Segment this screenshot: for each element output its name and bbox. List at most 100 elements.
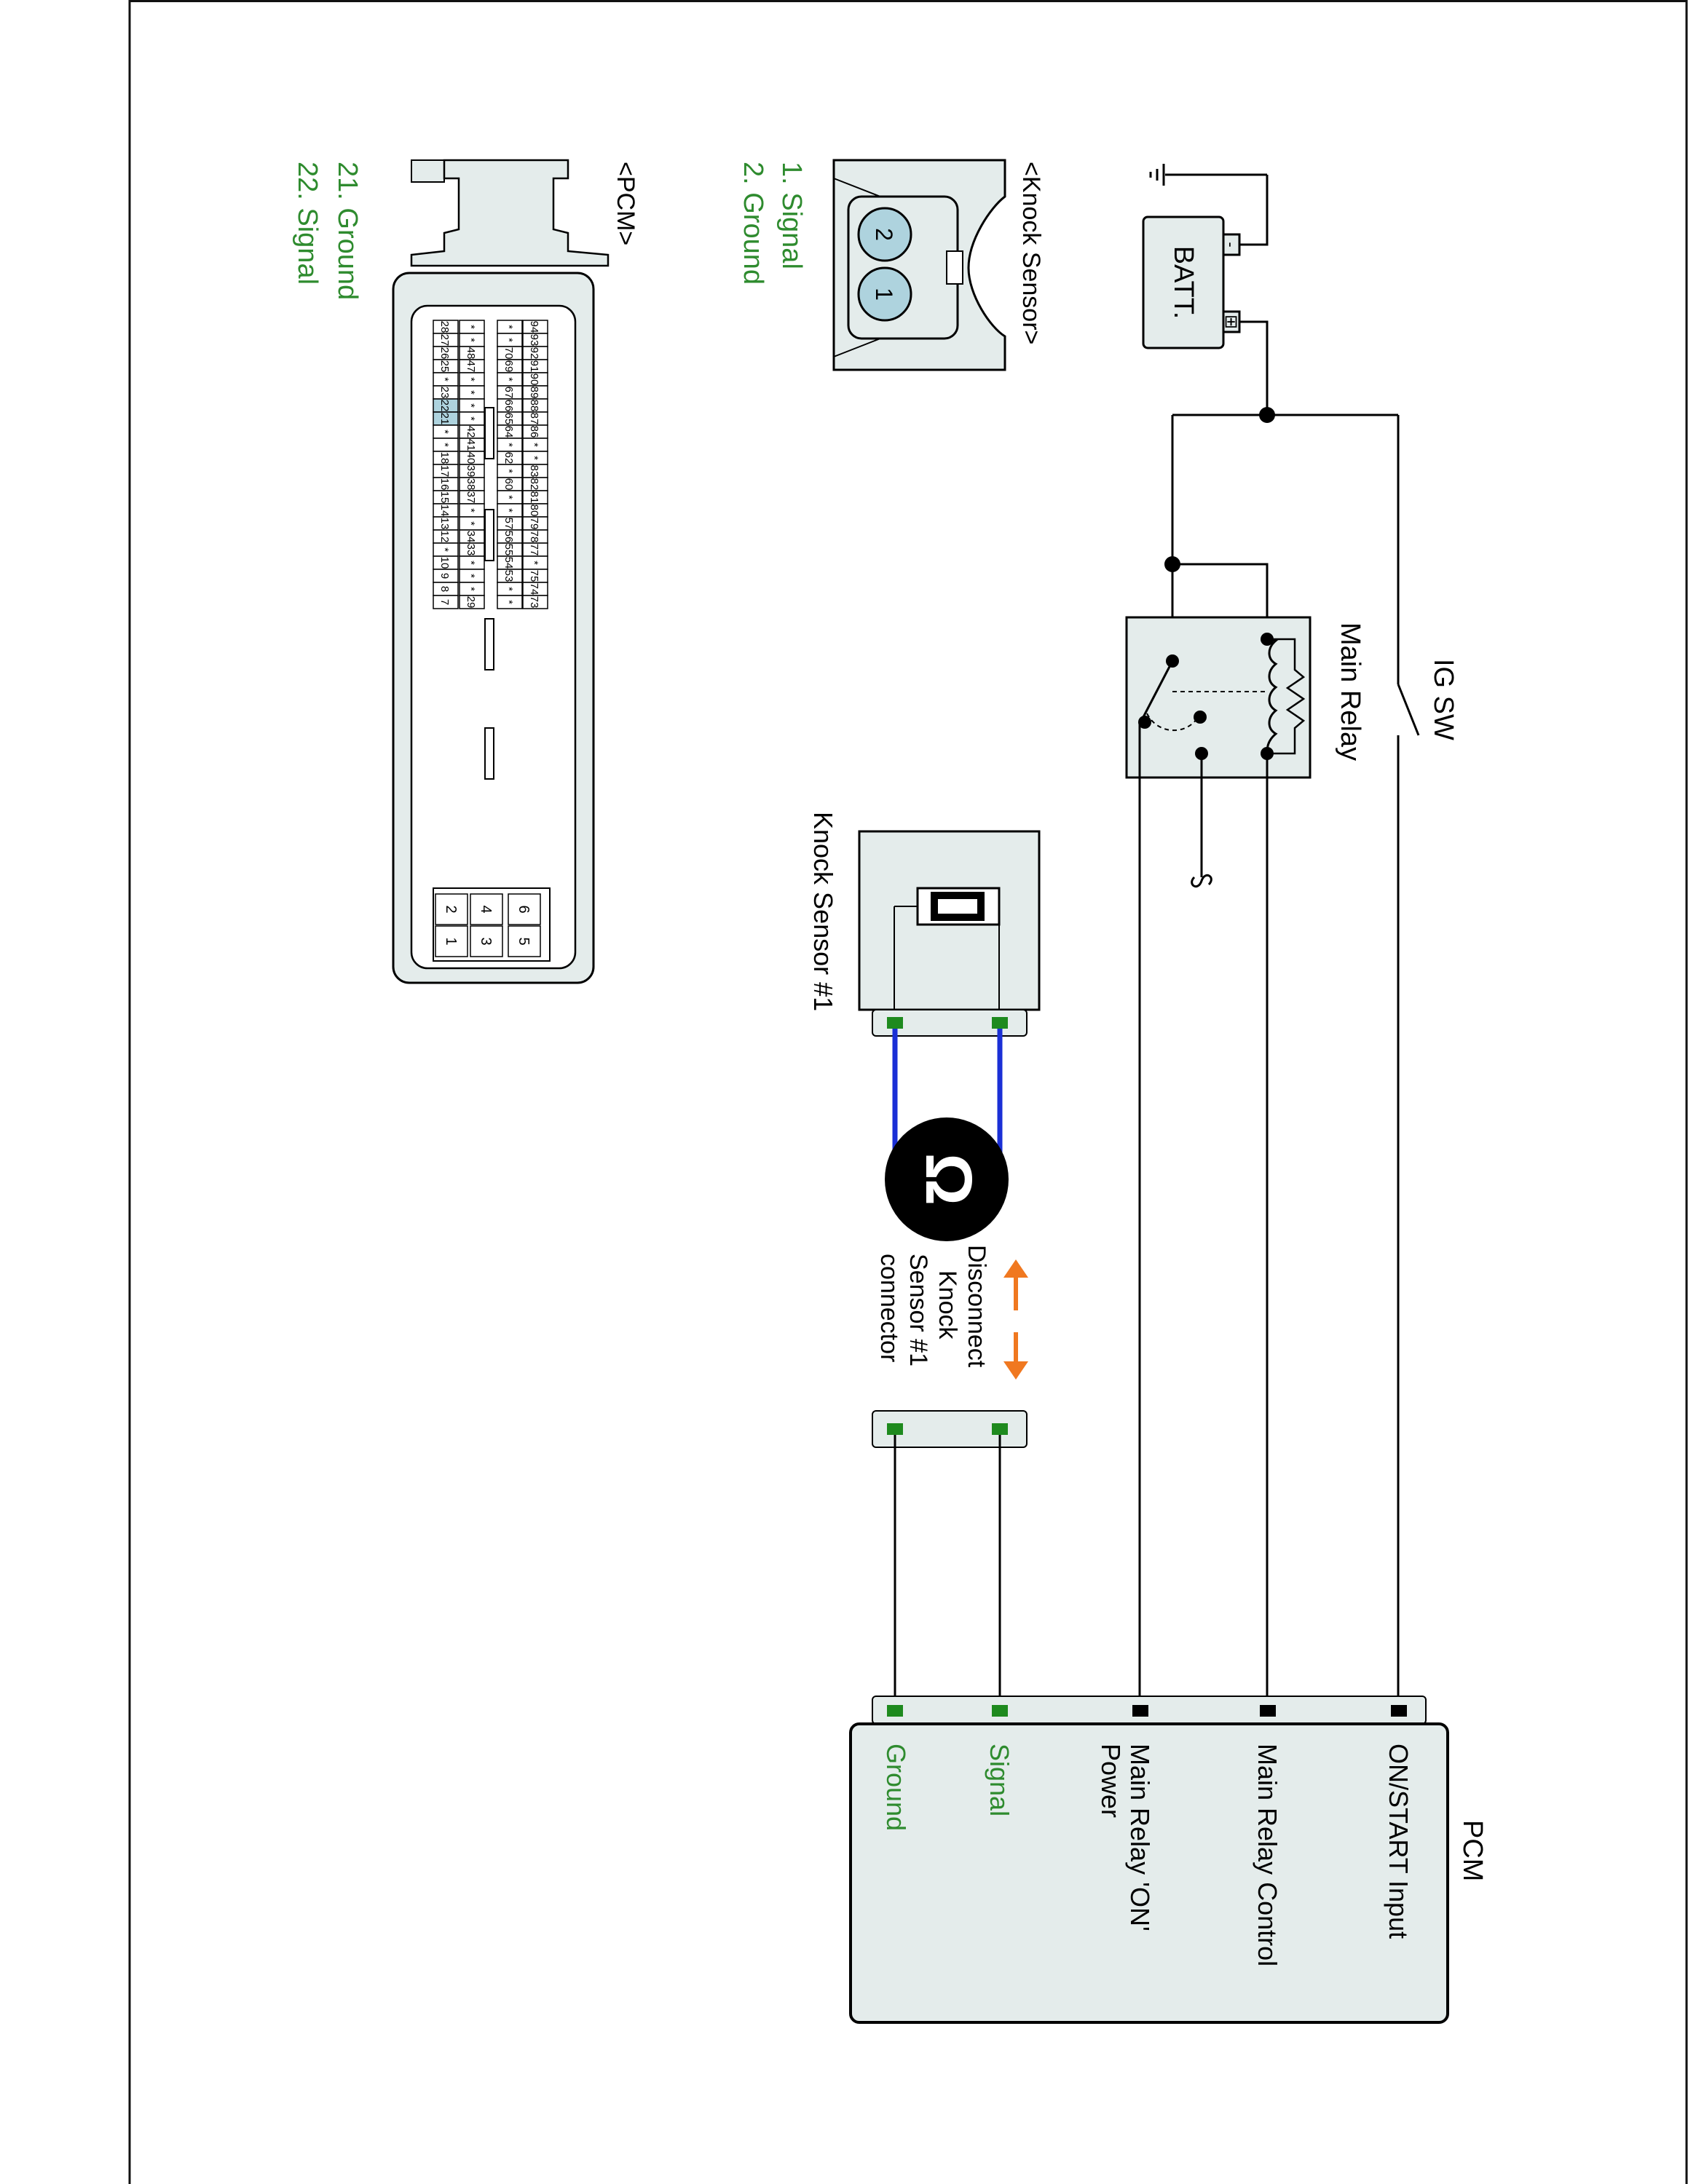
- pcm-pin-label: *: [502, 377, 515, 381]
- pcm-power-pin-label: 4: [478, 905, 494, 913]
- pcm-power-pin-label: 6: [516, 905, 532, 913]
- knock-sensor-connector-title: <Knock Sensor>: [1017, 162, 1045, 344]
- disconnect-line-4: connector: [875, 1254, 903, 1362]
- pcm-pin-label: 62: [502, 452, 515, 464]
- pcm-pin-label: *: [528, 443, 540, 447]
- disconnect-line-2: Knock: [934, 1270, 961, 1340]
- pcm-on-start-label: ON/START Input: [1384, 1744, 1413, 1939]
- pcm-key-tab: [484, 407, 494, 459]
- pcm-pin-label: *: [465, 416, 477, 421]
- pcm-pin-label: 25: [438, 360, 451, 373]
- pcm-pin-label: *: [438, 547, 451, 552]
- pcm-pin-label: 65: [502, 413, 515, 425]
- pcm-pin-label: *: [465, 338, 477, 342]
- battery-group: - ⊞ BATT.: [1142, 164, 1269, 415]
- pcm-pin-label: *: [438, 377, 451, 381]
- pcm-pin-label: *: [465, 403, 477, 408]
- pcm-module: PCM ON/START Input Main Relay Control Ma…: [849, 1696, 1488, 2024]
- pcm-power-pin-cell: [435, 893, 468, 925]
- pcm-pin-label: *: [465, 587, 477, 591]
- pcm-key-tab: [484, 727, 494, 780]
- pcm-pin-label: 60: [502, 478, 515, 491]
- ig-sw-label: IG SW: [1428, 659, 1459, 740]
- pcm-pin-label: 92: [528, 347, 540, 360]
- pcm-pin-label: *: [528, 456, 540, 460]
- pcm-pin-label: *: [502, 443, 515, 447]
- main-relay: Main Relay: [1125, 616, 1365, 779]
- pin-2-label: 2: [871, 228, 897, 241]
- pcm-pin-label: 81: [528, 491, 540, 504]
- disconnect-line-1: Disconnect: [963, 1245, 990, 1368]
- pcm-pin-label: 15: [438, 491, 451, 504]
- pcm-pin-label: 26: [438, 347, 451, 360]
- pcm-pin-label: *: [438, 430, 451, 434]
- pcm-pin-label: 12: [438, 531, 451, 543]
- pcm-pin-grid: 949392919089888786**83828180797877*75747…: [433, 320, 548, 957]
- pcm-main-relay-control-label: Main Relay Control: [1253, 1744, 1282, 1966]
- pcm-pin-label: *: [465, 325, 477, 329]
- pcm-pin-label: 8: [438, 586, 451, 592]
- pcm-pin-label: 69: [502, 360, 515, 373]
- pcm-pin-label: 29: [465, 596, 477, 609]
- pcm-pin-label: 41: [465, 439, 477, 451]
- pcm-pin-label: *: [465, 574, 477, 578]
- pcm-power-pin-cell: [508, 893, 541, 925]
- pcm-pin-label: 79: [528, 518, 540, 530]
- pcm-pin-cell: [522, 595, 548, 609]
- pcm-pin-label: 83: [528, 465, 540, 478]
- ohmmeter-icon: [885, 1117, 1009, 1241]
- pcm-pin-cell: [433, 595, 459, 609]
- pcm-key-tab: [484, 618, 494, 670]
- pcm-pin-label: 7: [438, 599, 451, 605]
- pcm-connector-title: <PCM>: [612, 162, 639, 245]
- pcm-pin-label: 18: [438, 452, 451, 464]
- pcm-power-pin-cell: [470, 925, 503, 957]
- pcm-main-relay-on-label: Main Relay 'ON': [1125, 1744, 1155, 1931]
- pin-1-label: 1: [871, 288, 897, 301]
- meter-harness: Ω: [885, 1029, 1009, 1241]
- main-relay-label: Main Relay: [1335, 622, 1365, 761]
- pcm-power-pin-label: 1: [443, 937, 459, 945]
- pcm-power-pin-label: 5: [516, 937, 532, 945]
- pcm-pin-label: 21: [438, 413, 451, 425]
- knock-sensor-1: Knock Sensor #1: [808, 812, 1041, 1037]
- pcm-pin-label: 37: [465, 491, 477, 504]
- pcm-pin-label: 73: [528, 596, 540, 609]
- pcm-pin-label: 93: [528, 334, 540, 347]
- pcm-signal-label: Signal: [985, 1744, 1014, 1816]
- disconnect-line-3: Sensor #1: [904, 1254, 932, 1366]
- pcm-pin-label: 22: [438, 400, 451, 412]
- knock-sensor-connector-view: 2 1 <Knock Sensor> 1. Signal 2. Ground: [738, 159, 1045, 371]
- supply-bus: [1171, 414, 1400, 1709]
- pcm-key-tab: [484, 509, 494, 561]
- pcm-pin-label: *: [502, 495, 515, 499]
- pcm-pin-label: 78: [528, 531, 540, 543]
- pcm-pin-label: 48: [465, 347, 477, 360]
- pcm-pin-label: *: [502, 325, 515, 329]
- pcm-pin-label: 34: [465, 531, 477, 543]
- pcm-pin-label: 47: [465, 360, 477, 373]
- knock-sensor-1-label: Knock Sensor #1: [808, 812, 838, 1011]
- pcm-pin-label: *: [528, 561, 540, 565]
- pcm-pin-label: *: [502, 600, 515, 604]
- pcm-pin-cell: [497, 595, 523, 609]
- pcm-pin-label: *: [502, 469, 515, 473]
- pcm-connector-view: 949392919089888786**83828180797877*75747…: [292, 159, 639, 984]
- pcm-pin-label: 10: [438, 557, 451, 569]
- pcm-pin-label: *: [465, 561, 477, 565]
- battery-label: BATT.: [1168, 246, 1199, 320]
- pcm-pin-label: *: [502, 587, 515, 591]
- pcm-power-pin-cell: [508, 925, 541, 957]
- pcm-pin-label: 70: [502, 347, 515, 360]
- ig-switch: IG SW: [1397, 659, 1459, 740]
- pcm-pin-label: *: [438, 443, 451, 447]
- pcm-power-pin-cell: [470, 893, 503, 925]
- knock-sensor-connector-female: [872, 1410, 1028, 1709]
- pcm-pin-cell: [459, 595, 485, 609]
- pcm-pin-label: 64: [502, 426, 515, 438]
- pcm-pin-label: 75: [528, 570, 540, 582]
- pcm-pin-label: *: [465, 508, 477, 513]
- pcm-pin-label: 66: [502, 400, 515, 412]
- relay-wires: [1138, 721, 1269, 1709]
